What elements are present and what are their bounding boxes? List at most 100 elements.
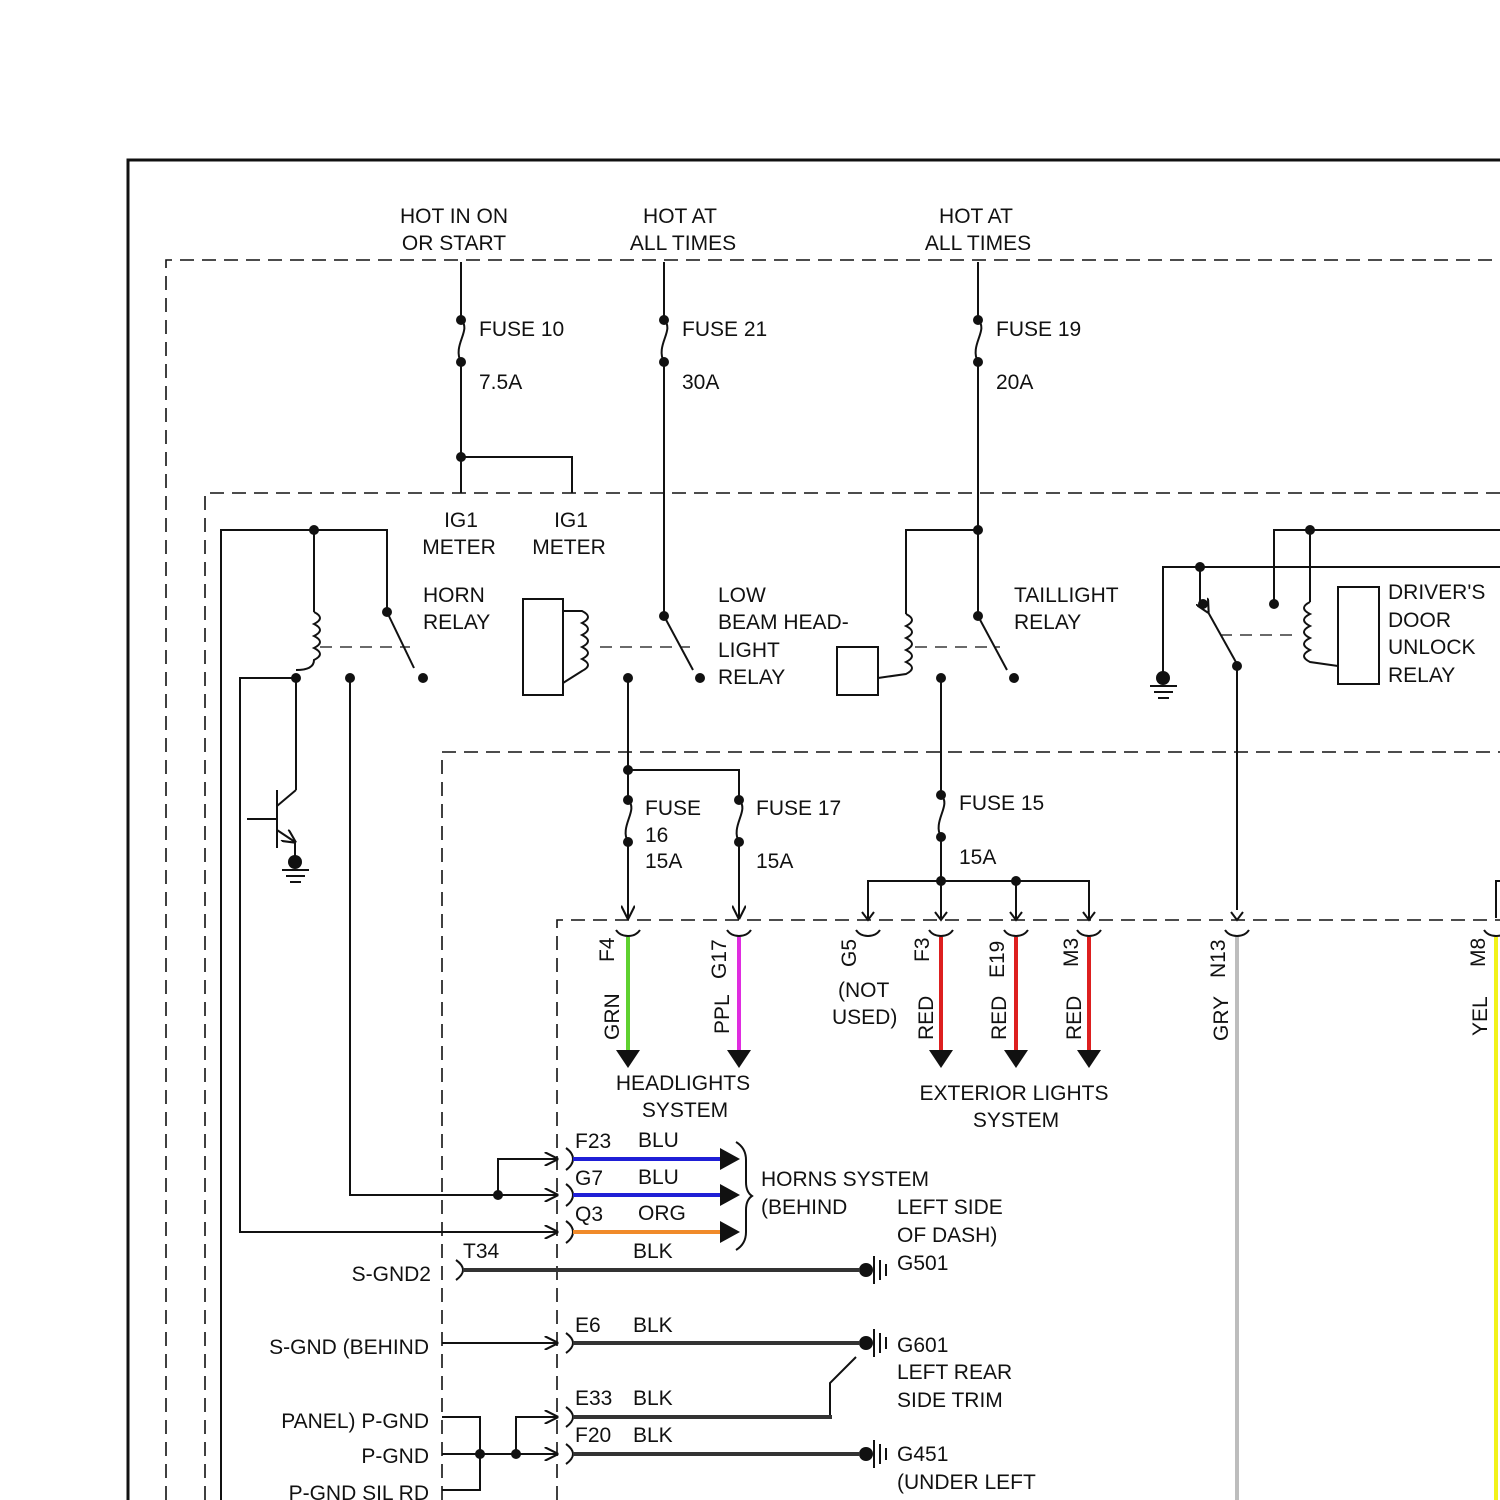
door-unlock-relay-label-3: UNLOCK (1388, 636, 1476, 659)
wire-color-e6: BLK (633, 1314, 673, 1337)
fuse-15-name: FUSE 15 (959, 792, 1044, 815)
low-beam-relay (523, 599, 705, 770)
p-gnd-label: P-GND (361, 1445, 429, 1468)
ig1-meter-label-4: METER (532, 536, 606, 559)
g5-note-2: USED) (832, 1006, 897, 1029)
arrow-f4 (616, 1050, 640, 1068)
terminal-f4: F4 (596, 937, 619, 962)
wire-color-n13: GRY (1210, 996, 1233, 1041)
ground-g451-label: G451 (897, 1443, 948, 1466)
terminal-m8: M8 (1467, 938, 1490, 967)
hot-all-times-label-4: ALL TIMES (925, 232, 1031, 255)
fuse-16-name-2: 16 (645, 824, 668, 847)
taillight-relay-label: TAILLIGHT (1014, 584, 1119, 607)
terminal-f20: F20 (575, 1424, 611, 1447)
terminal-g7: G7 (575, 1167, 603, 1190)
fuse-17-name: FUSE 17 (756, 797, 841, 820)
g451-location: (UNDER LEFT (897, 1471, 1036, 1494)
terminal-f3: F3 (911, 937, 934, 962)
horns-system-label-3: LEFT SIDE (897, 1196, 1003, 1219)
ig1-meter-label-2: METER (422, 536, 496, 559)
door-unlock-relay-label-4: RELAY (1388, 664, 1455, 687)
s-gnd-behind-label: S-GND (BEHIND (269, 1336, 429, 1359)
hot-all-times-label: HOT AT (643, 205, 717, 228)
headlights-system-label: HEADLIGHTS (616, 1072, 750, 1095)
door-unlock-relay-label: DRIVER'S (1388, 581, 1485, 604)
terminal-e6: E6 (575, 1314, 601, 1337)
arrow-g17 (727, 1050, 751, 1068)
wire-color-f23: BLU (638, 1129, 679, 1152)
g5-note: (NOT (838, 979, 889, 1002)
panel-p-gnd-label: PANEL) P-GND (281, 1410, 429, 1433)
fuse-10-name: FUSE 10 (479, 318, 564, 341)
wire-color-e19: RED (988, 996, 1011, 1040)
fuse-10-rating: 7.5A (479, 371, 522, 394)
fuse-21-name: FUSE 21 (682, 318, 767, 341)
fuse-19-rating: 20A (996, 371, 1033, 394)
wire-color-q3: ORG (638, 1202, 686, 1225)
p-gnd-sil-rd-label: P-GND SIL RD (289, 1482, 429, 1500)
headlights-system-label-2: SYSTEM (642, 1099, 728, 1122)
ground-g451 (442, 1407, 886, 1490)
hot-on-start-label-2: OR START (402, 232, 506, 255)
arrow-g7 (720, 1184, 740, 1206)
low-beam-relay-label-2: BEAM HEAD- (718, 611, 849, 634)
terminal-f23: F23 (575, 1130, 611, 1153)
fuse-16-rating: 15A (645, 850, 682, 873)
arrow-e19 (1004, 1050, 1028, 1068)
horns-system-label-4: OF DASH) (897, 1224, 997, 1247)
wire-color-e33: BLK (633, 1387, 673, 1410)
wire-color-m3: RED (1063, 996, 1086, 1040)
wire-color-m8: YEL (1469, 996, 1492, 1036)
horn-relay-label: HORN (423, 584, 485, 607)
fuse-16-17 (623, 765, 744, 918)
g601-location-2: SIDE TRIM (897, 1389, 1003, 1412)
ig1-meter-label: IG1 (444, 509, 478, 532)
wire-color-f3: RED (915, 996, 938, 1040)
fuse-15-rating: 15A (959, 846, 996, 869)
exterior-lights-label: EXTERIOR LIGHTS (919, 1082, 1108, 1105)
terminal-q3: Q3 (575, 1203, 603, 1226)
wire-color-f4: GRN (601, 993, 624, 1040)
terminal-e33: E33 (575, 1387, 612, 1410)
hot-on-start-label: HOT IN ON (400, 205, 508, 228)
horns-system-label: HORNS SYSTEM (761, 1168, 929, 1191)
arrow-m3 (1077, 1050, 1101, 1068)
horns-system-label-2: (BEHIND (761, 1196, 847, 1219)
horn-relay-label-2: RELAY (423, 611, 490, 634)
fuse-box-boundary (166, 260, 1500, 1500)
low-beam-relay-label: LOW (718, 584, 766, 607)
fuse-19 (973, 262, 983, 621)
taillight-relay-label-2: RELAY (1014, 611, 1081, 634)
arrow-q3 (720, 1221, 740, 1243)
terminal-m3: M3 (1060, 938, 1083, 967)
fuse-15 (862, 790, 1500, 920)
hot-all-times-label-3: HOT AT (939, 205, 1013, 228)
fuse-16-name: FUSE (645, 797, 701, 820)
outer-frame (128, 160, 1500, 1500)
terminal-n13: N13 (1207, 939, 1230, 978)
terminal-g5: G5 (838, 939, 861, 967)
low-beam-relay-label-4: RELAY (718, 666, 785, 689)
door-unlock-relay-label-2: DOOR (1388, 609, 1451, 632)
wire-color-t34: BLK (633, 1240, 673, 1263)
fuse-21 (659, 262, 669, 621)
wire-color-g17: PPL (711, 994, 734, 1034)
hot-all-times-label-2: ALL TIMES (630, 232, 736, 255)
s-gnd2-label: S-GND2 (352, 1263, 431, 1286)
connector-sockets (616, 930, 1500, 936)
fuse-21-rating: 30A (682, 371, 719, 394)
terminal-e19: E19 (986, 941, 1009, 978)
low-beam-relay-label-3: LIGHT (718, 639, 780, 662)
arrow-f23 (720, 1148, 740, 1170)
arrow-f3 (929, 1050, 953, 1068)
taillight-relay (837, 530, 1019, 795)
ig1-meter-label-3: IG1 (554, 509, 588, 532)
g601-location: LEFT REAR (897, 1361, 1012, 1384)
wire-color-f20: BLK (633, 1424, 673, 1447)
ground-g601-label: G601 (897, 1334, 948, 1357)
wire-color-g7: BLU (638, 1166, 679, 1189)
fuse-17-rating: 15A (756, 850, 793, 873)
exterior-lights-label-2: SYSTEM (973, 1109, 1059, 1132)
